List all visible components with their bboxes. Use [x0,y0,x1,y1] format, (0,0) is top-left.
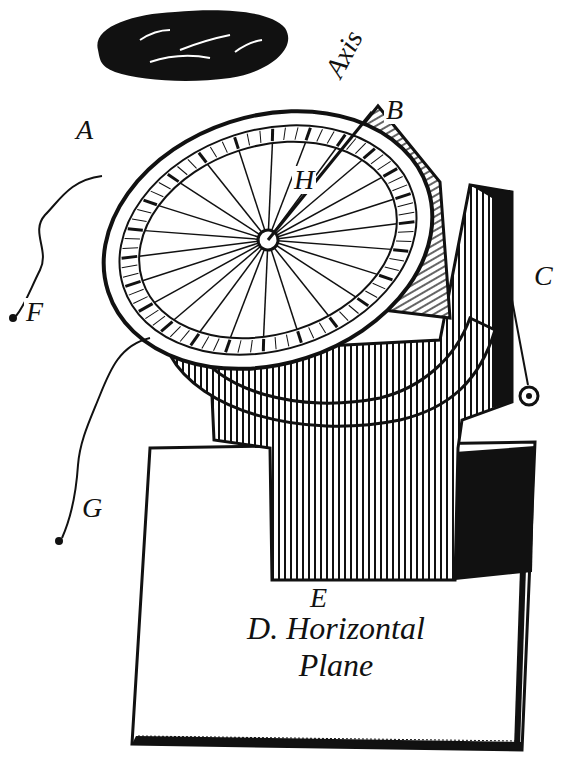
point-letter: E [308,584,329,612]
point-letter: A [74,116,95,144]
point-letter: B [384,96,405,124]
axis-label: Axis [319,24,368,83]
point-letter: C [532,262,555,290]
plane-caption: D. Horizontal Plane [221,610,451,684]
point-letter: H [292,166,316,194]
point-letter: F [24,298,45,326]
point-letter: G [80,494,104,522]
